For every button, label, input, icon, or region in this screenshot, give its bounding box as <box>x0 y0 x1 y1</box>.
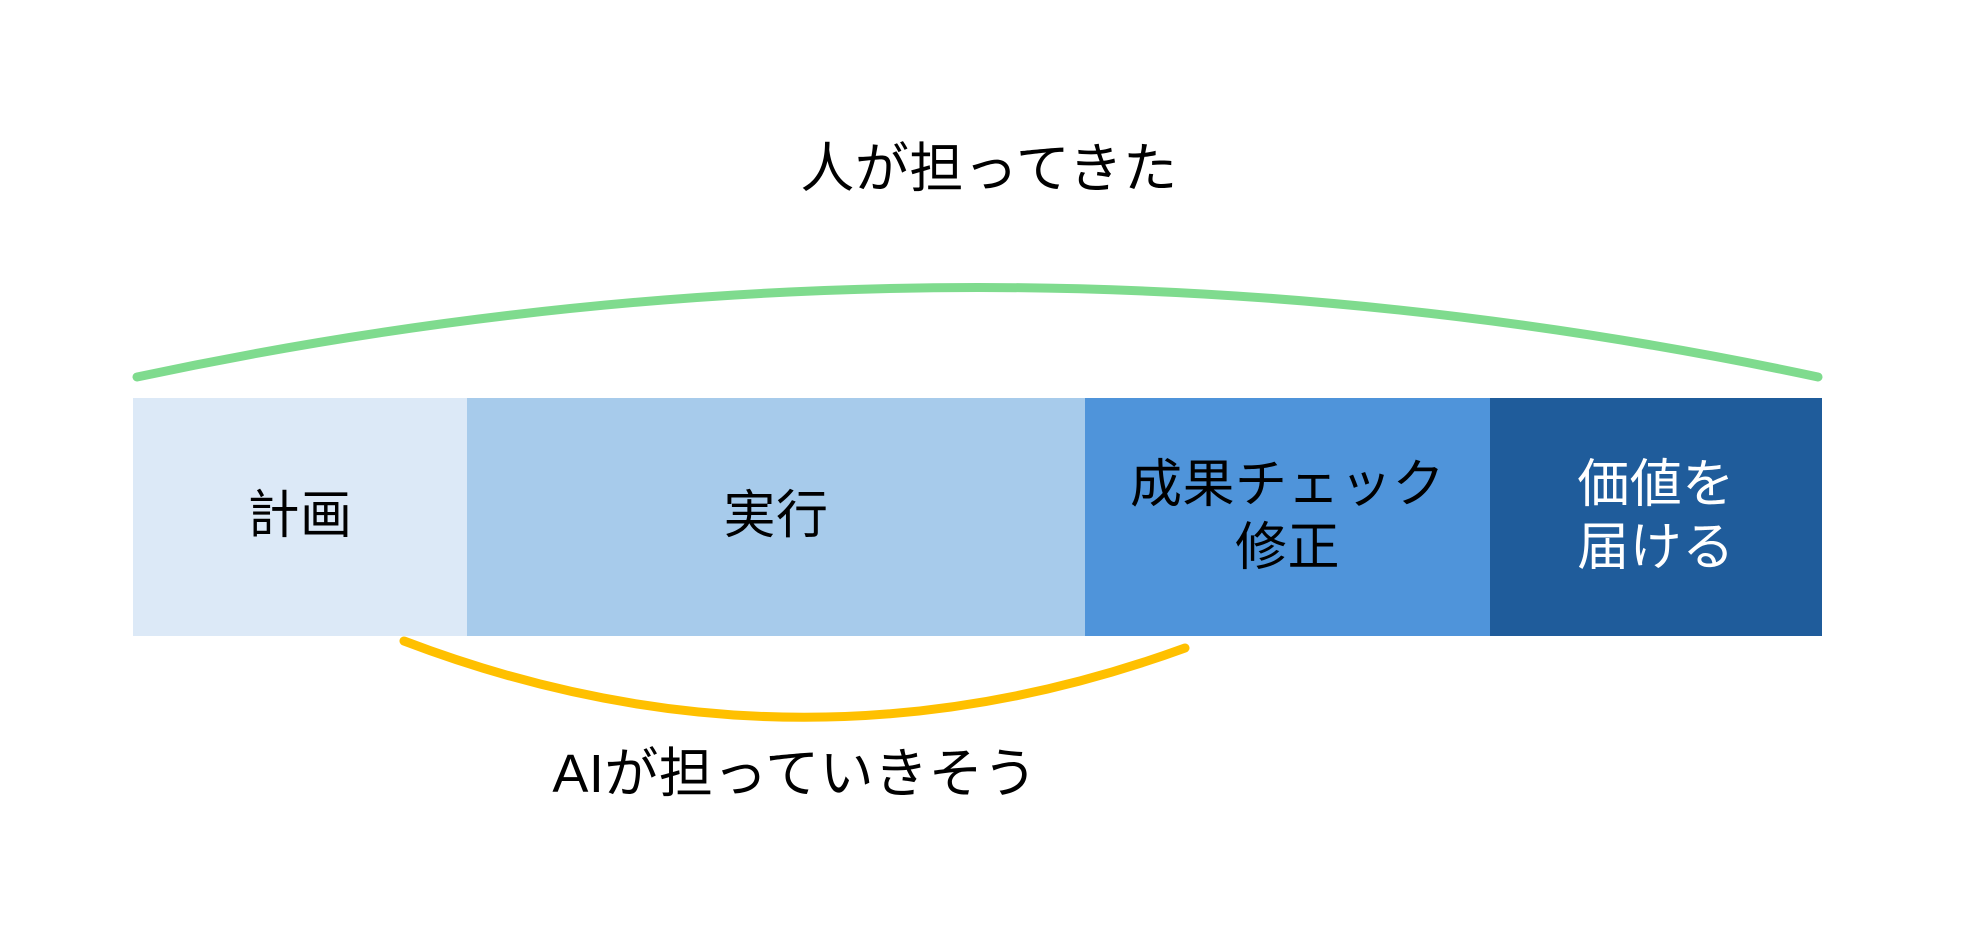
stage-execute-label: 実行 <box>723 487 829 546</box>
human-bracket-label: 人が担ってきた <box>800 139 1178 199</box>
ai-bracket-arc <box>399 636 1190 722</box>
stage-deliver-value-label: 価値を 届ける <box>1577 455 1735 577</box>
ai-bracket-label: AIが担っていきそう <box>552 744 1038 804</box>
stage-check-fix-label: 成果チェック 修正 <box>1129 455 1445 577</box>
stage-plan[interactable]: 計画 <box>133 398 467 636</box>
stage-execute[interactable]: 実行 <box>467 398 1085 636</box>
stage-check-fix[interactable]: 成果チェック 修正 <box>1085 398 1490 636</box>
human-bracket-arc <box>132 283 1823 382</box>
stage-deliver-value[interactable]: 価値を 届ける <box>1490 398 1822 636</box>
stage-bar: 計画 実行 成果チェック 修正 価値を 届ける <box>133 398 1822 636</box>
stage-plan-label: 計画 <box>247 487 353 546</box>
